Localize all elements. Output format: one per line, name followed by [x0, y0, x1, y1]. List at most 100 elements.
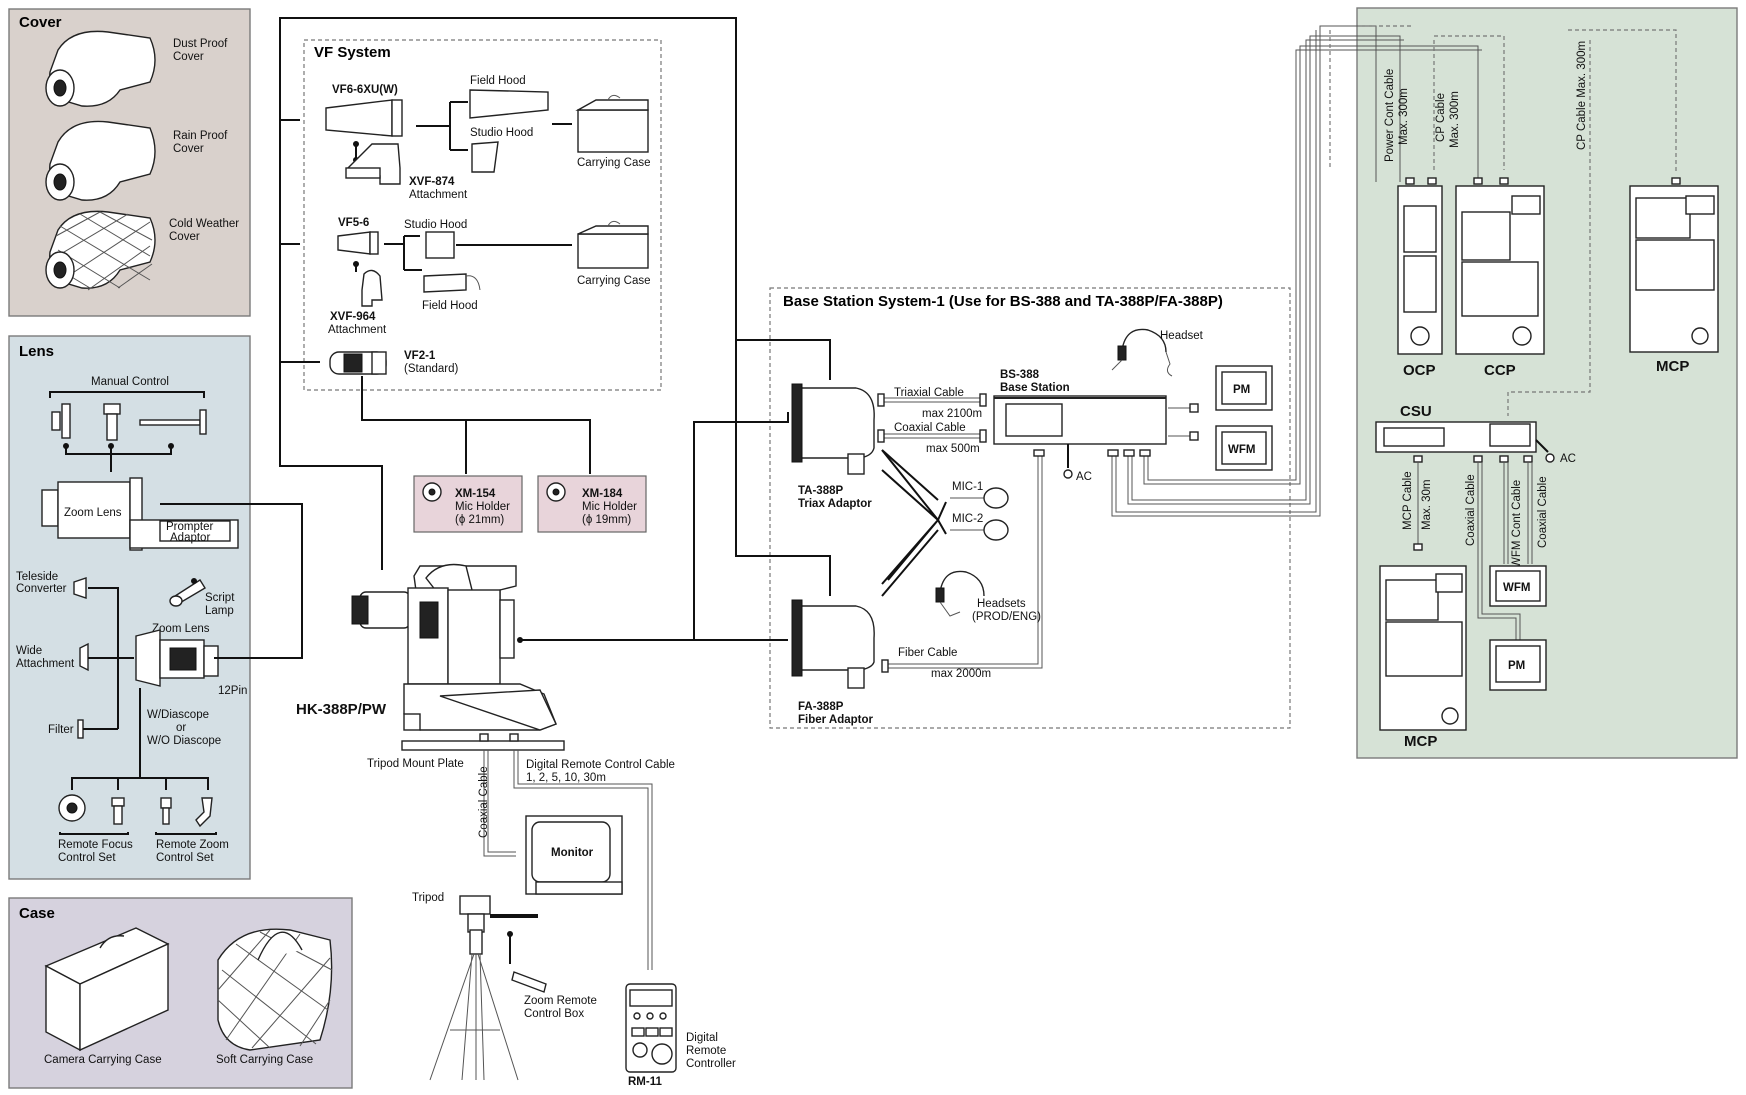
drc-cable-label-2: 1, 2, 5, 10, 30m: [526, 772, 606, 784]
xvf874-label: XVF-874: [409, 176, 455, 188]
vf6-viewfinder: [325, 99, 393, 137]
soft-case-label: Soft Carrying Case: [216, 1054, 313, 1066]
rain-proof-cover: [45, 120, 156, 201]
joint-dot: [191, 578, 197, 584]
carrying-case-2-label: Carrying Case: [577, 275, 651, 287]
diascope-label-2: or: [176, 722, 186, 734]
dust-proof-cover: [45, 30, 156, 107]
zoom-lens-bottom-label: Zoom Lens: [152, 623, 210, 635]
script-lamp-label: Script: [205, 592, 235, 604]
ocp-label: OCP: [1403, 362, 1436, 379]
monitor: [525, 815, 623, 895]
mcp-top-label: MCP: [1656, 358, 1689, 375]
vf2-label: VF2-1: [404, 350, 436, 362]
field-hood-1-label: Field Hood: [470, 75, 526, 87]
ta388-adaptor: [791, 383, 875, 475]
mcp-cable-label: MCP Cable: [1402, 471, 1414, 530]
joint-dot: [168, 443, 174, 449]
rm11-label: RM-11: [628, 1076, 662, 1088]
bs388-label: BS-388: [1000, 369, 1040, 381]
fa388-label: FA-388P: [798, 701, 844, 713]
xm184-label: XM-184: [582, 488, 623, 500]
joint-dot: [517, 637, 523, 643]
remote-zoom-parts: [160, 797, 213, 828]
xm184-sub-label: Mic Holder: [582, 501, 637, 513]
pm-label: PM: [1233, 384, 1250, 396]
teleside-label: Teleside: [16, 571, 58, 583]
rm11-controller: [625, 983, 677, 1073]
cp1-label-2: Max. 300m: [1449, 91, 1461, 148]
remote-focus-parts: [58, 794, 125, 825]
ocp-panel: [1397, 185, 1443, 355]
filter: [77, 719, 84, 739]
ccp-panel: [1455, 185, 1545, 355]
csu-ac-label: AC: [1560, 453, 1576, 465]
mcp-bottom-label: MCP: [1404, 733, 1437, 750]
lens-title: Lens: [19, 343, 54, 360]
vf5-label: VF5-6: [338, 217, 369, 229]
drc-cable-label: Digital Remote Control Cable: [526, 759, 675, 771]
base-title: Base Station System-1 (Use for BS-388 an…: [783, 293, 1223, 310]
headset: [1111, 328, 1173, 377]
cover-title: Cover: [19, 14, 62, 31]
wfm-cont-label: WFM Cont Cable: [1511, 480, 1523, 568]
fiber-label: Fiber Cable: [898, 647, 957, 659]
fa388-sub-label: Fiber Adaptor: [798, 714, 873, 726]
ta388-label: TA-388P: [798, 485, 843, 497]
monitor-label: Monitor: [551, 847, 594, 859]
manual-control-label: Manual Control: [91, 376, 169, 388]
cold-weather-label: Cold Weather: [169, 218, 239, 230]
mcp-top-panel: [1629, 185, 1719, 353]
wfm-control-label: WFM: [1503, 582, 1530, 594]
headsets-label: Headsets: [977, 598, 1026, 610]
script-lamp: [169, 579, 206, 607]
cold-weather-cover: [45, 210, 156, 291]
tripod-label: Tripod: [412, 892, 444, 904]
teleside-converter: [73, 577, 87, 599]
headsets-sub-label: (PROD/ENG): [972, 611, 1041, 623]
wide-label: Wide: [16, 645, 42, 657]
pm-monitor: [1215, 365, 1273, 411]
tripod-mount-plate: [401, 740, 565, 751]
script-lamp-label-2: Lamp: [205, 605, 234, 617]
zoom-box-label-2: Control Box: [524, 1008, 584, 1020]
vf-panel: [303, 39, 662, 391]
rain-proof-label: Rain Proof: [173, 130, 228, 142]
studio-hood-1: [471, 141, 499, 173]
joint-dot: [108, 443, 114, 449]
vf-title: VF System: [314, 44, 391, 61]
pin12-label: 12Pin: [218, 685, 247, 697]
max2000-label: max 2000m: [931, 668, 991, 680]
wide-label-2: Attachment: [16, 658, 75, 670]
power-cont-label-2: Max. 300m: [1398, 88, 1410, 145]
cp1-label: CP Cable: [1435, 93, 1447, 142]
field-hood-2-label: Field Hood: [422, 300, 478, 312]
carrying-case-1-label: Carrying Case: [577, 157, 651, 169]
vf6-label: VF6-6XU(W): [332, 84, 398, 96]
remote-zoom-label-2: Control Set: [156, 852, 214, 864]
teleside-label-2: Converter: [16, 583, 67, 595]
coax2-label: Coaxial Cable: [1537, 476, 1549, 548]
xm154-sub-label: Mic Holder: [455, 501, 510, 513]
studio-hood-2-label: Studio Hood: [404, 219, 467, 231]
xm184-size-label: (ϕ 19mm): [582, 514, 631, 526]
remote-zoom-label: Remote Zoom: [156, 839, 229, 851]
soft-carrying-case: [217, 928, 333, 1051]
rain-proof-label-2: Cover: [173, 143, 204, 155]
manual-control-parts: [51, 403, 207, 441]
prompter-adaptor-box: [159, 520, 231, 542]
tripod-plate-label: Tripod Mount Plate: [367, 758, 464, 770]
coaxial-label: Coaxial Cable: [894, 422, 966, 434]
mic1-label: MIC-1: [952, 481, 983, 493]
camera-head: [351, 563, 557, 731]
diascope-label-3: W/O Diascope: [147, 735, 221, 747]
headsets-prod-eng: [935, 570, 985, 617]
tripod: [429, 895, 538, 1081]
vf2-sub-label: (Standard): [404, 363, 459, 375]
xvf964-attachment: [361, 269, 383, 307]
attachment-2-label: Attachment: [328, 324, 387, 336]
xm154-label: XM-154: [455, 488, 496, 500]
prompter-label: Prompter: [166, 521, 213, 533]
xvf964-label: XVF-964: [330, 311, 376, 323]
drc-label-2: Remote: [686, 1045, 726, 1057]
